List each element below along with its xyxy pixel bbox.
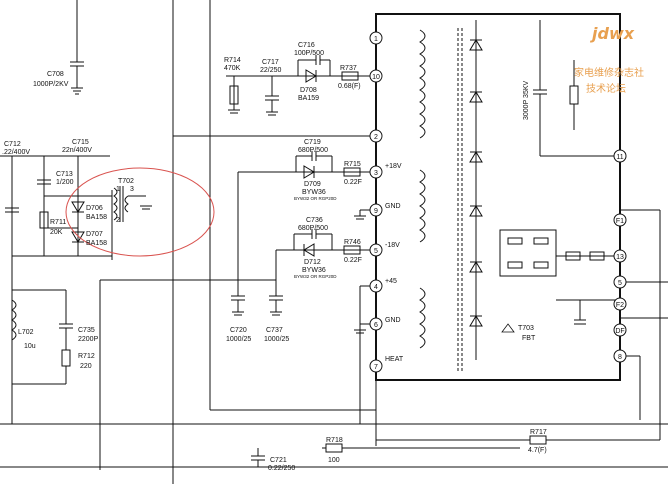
r711-value: 20K bbox=[50, 229, 63, 236]
r746-value: 0.22F bbox=[344, 257, 362, 264]
r712-value: 220 bbox=[80, 363, 92, 370]
c735-value: 2200P bbox=[78, 336, 99, 343]
pin-4: 4 bbox=[374, 284, 378, 291]
d709-note: BYW32 OR RGP20D bbox=[294, 196, 337, 201]
c712-ref: C712 bbox=[4, 141, 21, 148]
r718-value: 100 bbox=[328, 457, 340, 464]
pin-3: 3 bbox=[374, 170, 378, 177]
label-heat: HEAT bbox=[385, 356, 404, 363]
watermark-line2: 技术论坛 bbox=[586, 84, 626, 95]
t703-value: FBT bbox=[522, 335, 536, 342]
c713-value: 1/200 bbox=[56, 179, 74, 186]
c735-ref: C735 bbox=[78, 327, 95, 334]
d712-ref: D712 bbox=[304, 259, 321, 266]
r714-ref: R714 bbox=[224, 57, 241, 64]
t703-ref: T703 bbox=[518, 325, 534, 332]
r715-ref: R715 bbox=[344, 161, 361, 168]
pin-5: 5 bbox=[374, 248, 378, 255]
pin-2: 2 bbox=[374, 134, 378, 141]
d707-value: BA158 bbox=[86, 240, 107, 247]
t702-ref: T702 bbox=[118, 178, 134, 185]
pin-11: 11 bbox=[616, 154, 623, 161]
label-minus18v: -18V bbox=[385, 242, 400, 249]
label-gnd-2: GND bbox=[385, 317, 401, 324]
r717-ref: R717 bbox=[530, 429, 547, 436]
l702-value: 10u bbox=[24, 343, 36, 350]
c720-value: 1000/25 bbox=[226, 336, 251, 343]
c716-ref: C716 bbox=[298, 42, 315, 49]
pin-9: 9 bbox=[374, 208, 378, 215]
label-gnd-1: GND bbox=[385, 203, 401, 210]
pin-df: DF bbox=[615, 328, 624, 335]
c737-value: 1000/25 bbox=[264, 336, 289, 343]
pin-f2: F2 bbox=[616, 302, 624, 309]
watermark-logo: jdwx bbox=[592, 24, 635, 43]
c721-value: 0.22/250 bbox=[268, 465, 295, 472]
r717-value: 4.7(F) bbox=[528, 447, 547, 454]
r737-ref: R737 bbox=[340, 65, 357, 72]
t702-pin3: 3 bbox=[130, 186, 134, 193]
t702-pin2: 2 bbox=[116, 217, 120, 224]
c708-value: 1000P/2KV bbox=[33, 81, 69, 88]
pin-5-right: 5 bbox=[618, 280, 622, 287]
d708-ref: D708 bbox=[300, 87, 317, 94]
c717-value: 22/250 bbox=[260, 67, 282, 74]
c712-value: .22/400V bbox=[2, 149, 30, 156]
d707-ref: D707 bbox=[86, 231, 103, 238]
c737-ref: C737 bbox=[266, 327, 283, 334]
c719-ref: C719 bbox=[304, 139, 321, 146]
r711-ref: R711 bbox=[50, 219, 66, 226]
c720-ref: C720 bbox=[230, 327, 247, 334]
label-plus18v: +18V bbox=[385, 163, 402, 170]
c715-value: 22n/400V bbox=[62, 147, 92, 154]
t702-pin1: 1 bbox=[116, 186, 120, 193]
pin-8: 8 bbox=[618, 354, 622, 361]
c715-ref: C715 bbox=[72, 139, 89, 146]
c708-ref: C708 bbox=[47, 71, 64, 78]
hv-cap-value: 3000P 35KV bbox=[523, 80, 530, 120]
d712-note: BYW32 OR RGP20D bbox=[294, 274, 337, 279]
pin-1: 1 bbox=[374, 36, 378, 43]
label-plus45: +45 bbox=[385, 278, 397, 285]
d712-value: BYW36 bbox=[302, 267, 326, 274]
c717-ref: C717 bbox=[262, 59, 279, 66]
c721-ref: C721 bbox=[270, 457, 287, 464]
r746-ref: R746 bbox=[344, 239, 361, 246]
highlight-ellipse bbox=[65, 167, 215, 257]
d709-ref: D709 bbox=[304, 181, 321, 188]
r712-ref: R712 bbox=[78, 353, 95, 360]
r718-ref: R718 bbox=[326, 437, 343, 444]
l702-ref: L702 bbox=[18, 329, 34, 336]
d709-value: BYW36 bbox=[302, 189, 326, 196]
r714-value: 470K bbox=[224, 65, 241, 72]
c713-ref: C713 bbox=[56, 171, 73, 178]
watermark-line1: 家电维修杂志社 bbox=[574, 68, 644, 79]
c736-value: 680P/500 bbox=[298, 225, 328, 232]
c736-ref: C736 bbox=[306, 217, 323, 224]
d706-ref: D706 bbox=[86, 205, 103, 212]
d708-value: BA159 bbox=[298, 95, 319, 102]
watermark: jdwx 家电维修杂志社 技术论坛 bbox=[574, 22, 664, 102]
c719-value: 680P/500 bbox=[298, 147, 328, 154]
r715-value: 0.22F bbox=[344, 179, 362, 186]
pin-13: 13 bbox=[616, 254, 624, 261]
r737-value: 0.68(F) bbox=[338, 83, 361, 90]
pin-6: 6 bbox=[374, 322, 378, 329]
pin-7: 7 bbox=[374, 364, 378, 371]
c716-value: 100P/500 bbox=[294, 50, 324, 57]
pin-10: 10 bbox=[372, 74, 380, 81]
pin-f1: F1 bbox=[616, 218, 624, 225]
d706-value: BA158 bbox=[86, 214, 107, 221]
